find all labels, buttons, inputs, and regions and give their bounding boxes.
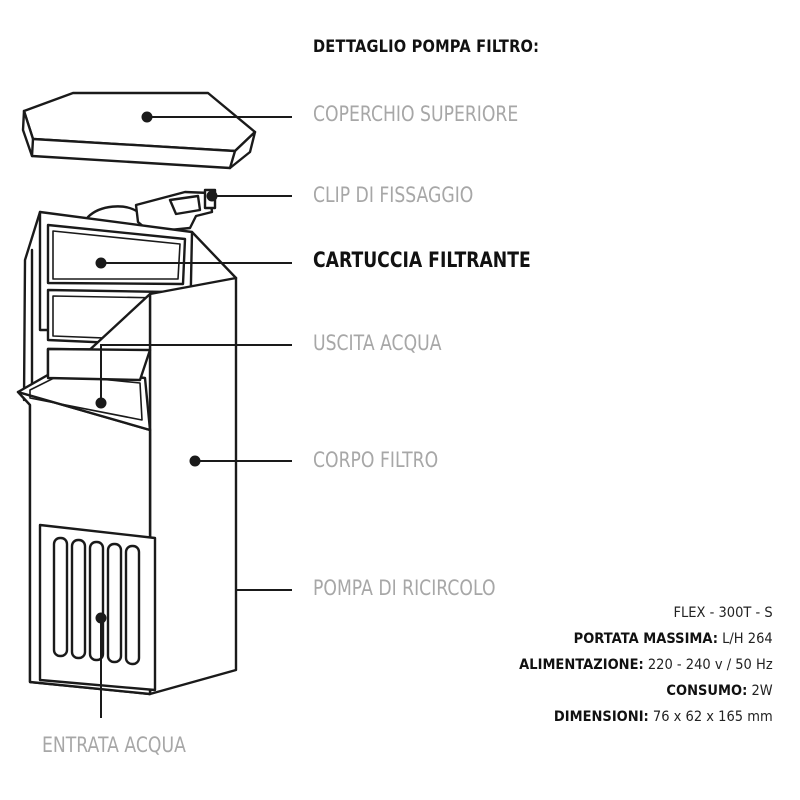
spec-value: 2W: [751, 683, 773, 699]
top-cover: [21, 91, 257, 170]
leader-clip: [206, 190, 292, 202]
spec-row: PORTATA MASSIMA: L/H 264: [519, 626, 773, 652]
label-coperchio: COPERCHIO SUPERIORE: [313, 102, 519, 126]
spec-row: ALIMENTAZIONE: 220 - 240 v / 50 Hz: [519, 652, 773, 678]
spec-key: PORTATA MASSIMA:: [573, 631, 719, 647]
label-entrata: ENTRATA ACQUA: [42, 733, 186, 757]
label-corpo: CORPO FILTRO: [313, 448, 439, 472]
spec-row: DIMENSIONI: 76 x 62 x 165 mm: [519, 704, 773, 730]
water-inlet-grille: [38, 523, 157, 692]
spec-row: CONSUMO: 2W: [519, 678, 773, 704]
leader-uscita: [95, 344, 292, 409]
spec-key: ALIMENTAZIONE:: [519, 657, 645, 673]
side-rails: [22, 210, 42, 402]
spec-value: L/H 264: [722, 631, 773, 647]
spec-model: FLEX - 300T - S: [673, 605, 773, 621]
spec-value: 76 x 62 x 165 mm: [653, 709, 773, 725]
specs-panel: FLEX - 300T - S PORTATA MASSIMA: L/H 264…: [519, 600, 773, 730]
leader-coperchio: [141, 111, 292, 123]
leader-corpo: [189, 455, 292, 467]
label-clip: CLIP DI FISSAGGIO: [313, 183, 474, 207]
label-uscita: USCITA ACQUA: [313, 331, 442, 355]
spec-key: CONSUMO:: [666, 683, 748, 699]
spec-value: 220 - 240 v / 50 Hz: [648, 657, 773, 673]
diagram-title: DETTAGLIO POMPA FILTRO:: [313, 37, 540, 57]
leader-cartuccia: [95, 257, 292, 269]
label-pompa: POMPA DI RICIRCOLO: [313, 576, 496, 600]
spec-key: DIMENSIONI:: [554, 709, 650, 725]
label-cartuccia: CARTUCCIA FILTRANTE: [313, 248, 531, 272]
leader-entrata: [95, 612, 107, 718]
